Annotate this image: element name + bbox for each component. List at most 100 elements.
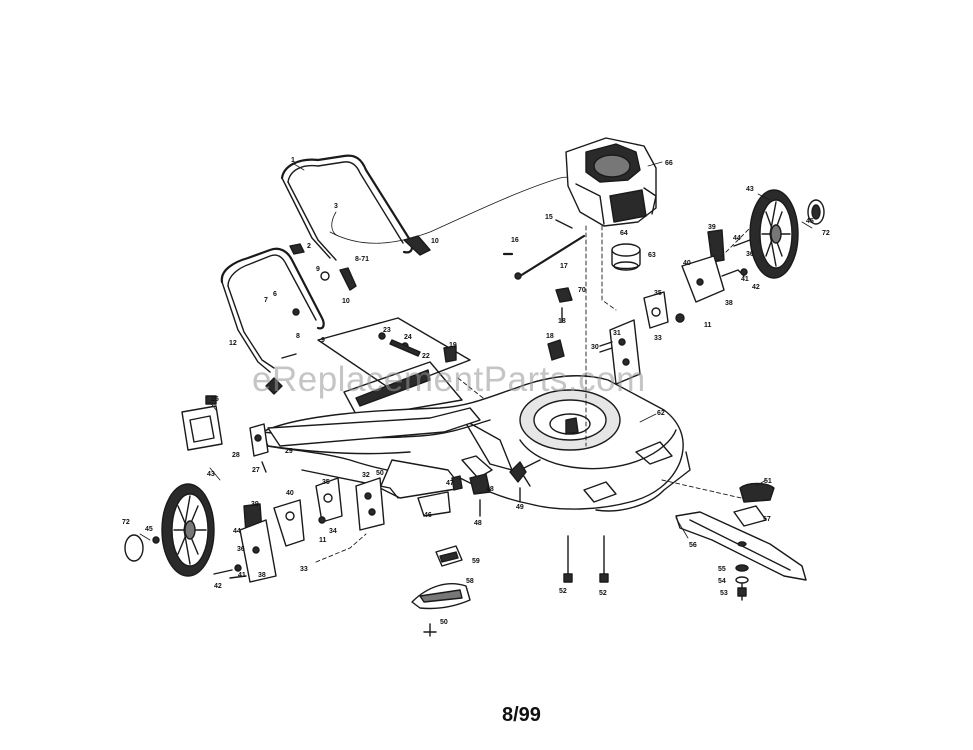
part-label-30: 30	[591, 344, 599, 351]
part-label-11: 11	[704, 322, 712, 329]
part-label-42: 42	[752, 284, 760, 291]
part-label-23: 23	[383, 327, 391, 334]
part-label-19: 19	[449, 342, 457, 349]
part-label-31: 31	[613, 330, 621, 337]
part-label-40b: 40	[286, 490, 294, 497]
part-label-43b: 43	[207, 471, 215, 478]
part-label-7: 7	[264, 297, 268, 304]
blade-bolt	[735, 564, 749, 601]
rear-hinge	[249, 423, 269, 473]
part-label-33: 33	[654, 335, 662, 342]
part-label-42b: 42	[214, 583, 222, 590]
blade-adapter	[733, 482, 775, 527]
front-axle-rod	[315, 533, 367, 563]
chute-bolt	[423, 623, 437, 637]
left-axle-bracket	[315, 477, 343, 524]
part-label-16: 16	[511, 237, 519, 244]
part-label-46: 46	[424, 512, 432, 519]
part-label-32: 32	[362, 472, 370, 479]
part-label-12: 12	[229, 340, 237, 347]
part-label-6: 6	[273, 291, 277, 298]
throttle-cable	[329, 176, 601, 244]
part-label-64: 64	[620, 230, 628, 237]
part-label-28: 28	[232, 452, 240, 459]
engine-adapter	[611, 243, 641, 271]
part-label-55: 55	[718, 566, 726, 573]
grass-catcher-frame	[181, 395, 223, 451]
part-label-9b: 9	[321, 337, 325, 344]
mower-deck	[261, 375, 691, 512]
wheel-guide	[715, 227, 751, 263]
part-label-41: 41	[741, 276, 749, 283]
part-label-17: 17	[560, 263, 568, 270]
crankshaft-line-2	[601, 225, 617, 311]
part-label-34: 34	[329, 528, 337, 535]
part-label-29: 29	[285, 448, 293, 455]
part-label-59: 59	[472, 558, 480, 565]
part-label-9: 9	[316, 266, 320, 273]
part-label-36: 36	[746, 251, 754, 258]
part-label-15: 15	[545, 214, 553, 221]
part-label-1: 1	[291, 157, 295, 164]
part-label-58: 58	[466, 578, 474, 585]
part-label-45b: 45	[145, 526, 153, 533]
part-label-11b: 11	[319, 537, 327, 544]
part-label-38b: 38	[258, 572, 266, 579]
part-label-24: 24	[404, 334, 412, 341]
part-label-52: 52	[559, 588, 567, 595]
front-left-hubcap	[124, 534, 160, 562]
part-label-48b: 48	[486, 486, 494, 493]
part-label-22: 22	[422, 353, 430, 360]
part-label-56: 56	[689, 542, 697, 549]
lower-handle	[220, 247, 325, 373]
left-height-adjuster	[213, 499, 305, 583]
part-label-39: 39	[708, 224, 716, 231]
part-label-18b: 18	[546, 333, 554, 340]
part-label-43: 43	[746, 186, 754, 193]
mulch-plug	[417, 491, 451, 517]
cable-clip	[289, 243, 330, 281]
part-label-2: 2	[307, 243, 311, 250]
part-label-18: 18	[558, 318, 566, 325]
watermark-text: eReplacementParts.com	[252, 360, 646, 399]
part-label-51: 51	[764, 478, 772, 485]
part-label-35b: 35	[322, 479, 330, 486]
part-label-41b: 41	[238, 572, 246, 579]
mower-blade	[675, 511, 807, 581]
deck-bolts	[563, 535, 609, 583]
part-label-33b: 33	[300, 566, 308, 573]
leader-lines	[139, 161, 813, 541]
part-label-50: 50	[376, 470, 384, 477]
rear-axle-arm	[267, 407, 481, 499]
part-label-8-71: 8-71	[355, 256, 370, 263]
part-label-27: 27	[252, 467, 260, 474]
part-label-38: 38	[725, 300, 733, 307]
part-label-45: 45	[806, 218, 814, 225]
part-label-48: 48	[474, 520, 482, 527]
discharge-chute	[411, 583, 471, 610]
engine	[565, 137, 657, 227]
upper-small-parts	[265, 287, 573, 395]
part-label-54: 54	[718, 578, 726, 585]
page-date: 8/99	[502, 704, 541, 726]
throttle-rod	[502, 219, 586, 280]
chute-guide	[457, 377, 489, 403]
part-label-50b: 50	[440, 619, 448, 626]
part-label-35: 35	[654, 290, 662, 297]
right-height-adjuster	[681, 229, 751, 303]
right-axle-bracket	[643, 291, 685, 329]
side-discharge-door	[435, 545, 463, 567]
part-label-57: 57	[763, 516, 771, 523]
part-label-39b: 39	[251, 501, 259, 508]
rear-right-wheel	[749, 189, 799, 279]
throttle-cable-short	[331, 211, 339, 237]
rear-right-hubcap	[807, 199, 825, 225]
part-label-40: 40	[683, 260, 691, 267]
part-label-36b: 36	[237, 546, 245, 553]
part-label-62: 62	[657, 410, 665, 417]
part-label-72: 72	[822, 230, 830, 237]
part-label-8: 8	[296, 333, 300, 340]
center-small-parts	[451, 473, 521, 517]
